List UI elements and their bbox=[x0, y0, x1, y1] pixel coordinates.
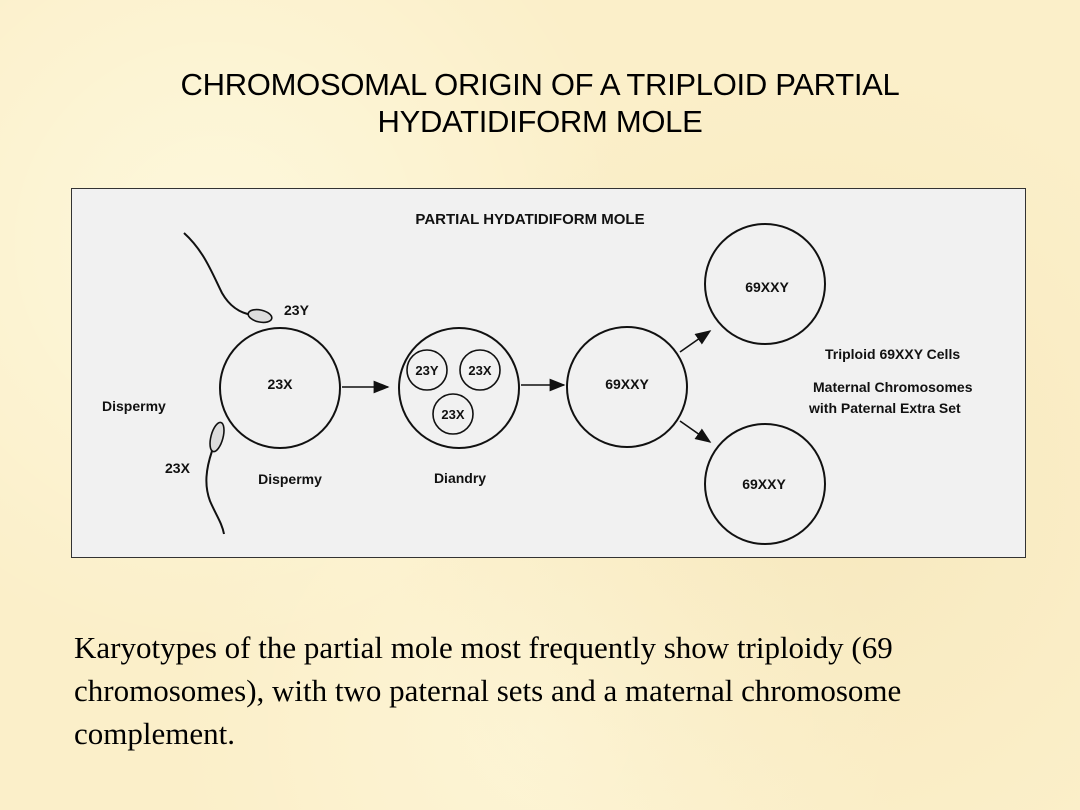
sperm-top-label: 23Y bbox=[284, 302, 310, 318]
cell-top-circle bbox=[704, 223, 826, 345]
egg-circle bbox=[219, 327, 341, 449]
diandry-nucleus-3 bbox=[432, 393, 474, 435]
cell-bottom-label: 69XXY bbox=[742, 476, 786, 492]
egg-caption: Dispermy bbox=[258, 471, 322, 487]
egg-label: 23X bbox=[268, 376, 294, 392]
title-line-1: CHROMOSOMAL ORIGIN OF A TRIPLOID PARTIAL bbox=[180, 67, 900, 102]
annotation-paternal: with Paternal Extra Set bbox=[808, 400, 961, 416]
diandry-nucleus-2 bbox=[459, 349, 501, 391]
diandry-label-3: 23X bbox=[441, 407, 464, 422]
slide-title: CHROMOSOMAL ORIGIN OF A TRIPLOID PARTIAL… bbox=[0, 66, 1080, 140]
annotation-triploid: Triploid 69XXY Cells bbox=[825, 346, 960, 362]
sperm-bottom-label: 23X bbox=[165, 460, 191, 476]
sperm-top bbox=[183, 232, 273, 324]
cell-top-label: 69XXY bbox=[745, 279, 789, 295]
left-dispermy-label: Dispermy bbox=[102, 398, 166, 414]
diagram-heading: PARTIAL HYDATIDIFORM MOLE bbox=[415, 211, 644, 228]
arrow-to-bottom-cell bbox=[679, 420, 712, 443]
diandry-label-1: 23Y bbox=[415, 363, 438, 378]
diandry-circle bbox=[398, 327, 520, 449]
caption-text: Karyotypes of the partial mole most freq… bbox=[74, 630, 902, 751]
diandry-caption: Diandry bbox=[434, 470, 486, 486]
cell-bottom-circle bbox=[704, 423, 826, 545]
title-line-2: HYDATIDIFORM MOLE bbox=[377, 104, 703, 139]
diagram-figure: PARTIAL HYDATIDIFORM MOLE 23Y 23X Disper… bbox=[71, 188, 1026, 558]
annotation-maternal: Maternal Chromosomes bbox=[813, 379, 973, 395]
sperm-bottom bbox=[205, 421, 225, 535]
arrow-to-top-cell bbox=[679, 330, 712, 353]
zygote-circle bbox=[566, 326, 688, 448]
diandry-nucleus-1 bbox=[406, 349, 448, 391]
diagram-svg: PARTIAL HYDATIDIFORM MOLE 23Y 23X Disper… bbox=[102, 211, 973, 545]
diandry-label-2: 23X bbox=[468, 363, 491, 378]
zygote-label: 69XXY bbox=[605, 376, 649, 392]
